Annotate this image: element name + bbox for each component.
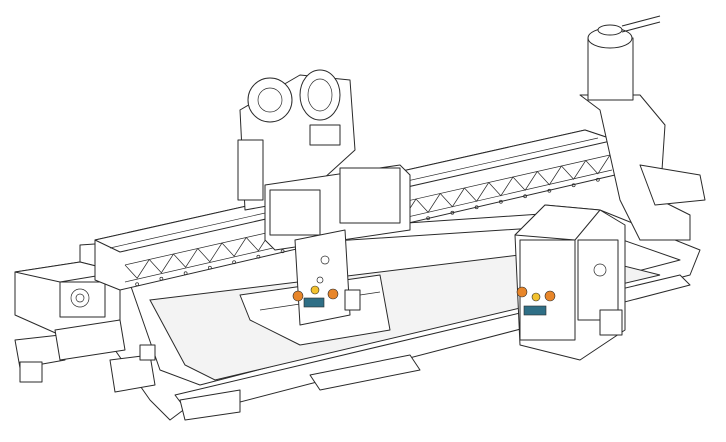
orange-marker [516, 286, 528, 298]
truss-segment [585, 154, 611, 175]
bolt-hole [474, 205, 479, 210]
truss-segment [221, 237, 247, 257]
left-end-module [14, 261, 126, 383]
teal-block [523, 305, 547, 316]
center-carriage [264, 164, 411, 326]
right-head-module [514, 204, 626, 361]
bolt-hole [596, 177, 600, 182]
bolt-hole [426, 216, 430, 221]
truss-segment [124, 259, 150, 279]
orange-marker [292, 290, 304, 302]
front-bracket [109, 344, 156, 393]
teal-block [303, 297, 325, 308]
cable-chain-assembly [237, 69, 356, 211]
bolt-hole [571, 183, 576, 188]
bolt-hole [208, 265, 212, 270]
bolt-hole [450, 210, 455, 215]
truss-segment [464, 182, 490, 202]
truss-segment [439, 187, 465, 208]
bolt-hole [523, 194, 527, 199]
bolt-hole [280, 249, 285, 254]
bolt-hole [547, 188, 552, 193]
truss-segment [197, 242, 223, 263]
motor-tower [579, 15, 706, 241]
truss-segment [512, 171, 538, 191]
orange-marker [327, 288, 339, 300]
bolt-hole [159, 276, 164, 281]
lower-plate [309, 354, 421, 391]
truss-segment [536, 165, 562, 186]
yellow-marker [310, 285, 320, 295]
bolt-hole [232, 260, 236, 265]
bolt-hole [183, 271, 188, 276]
bolt-hole [256, 254, 261, 259]
truss-segment [415, 193, 441, 213]
orange-marker [544, 290, 556, 302]
truss-segment [148, 253, 174, 274]
bolt-hole [135, 282, 139, 287]
front-vent [179, 389, 241, 421]
bolt-hole [499, 199, 503, 204]
yellow-marker [531, 292, 541, 302]
truss-segment [561, 160, 587, 180]
truss-segment [488, 176, 514, 197]
truss-segment [173, 248, 199, 268]
